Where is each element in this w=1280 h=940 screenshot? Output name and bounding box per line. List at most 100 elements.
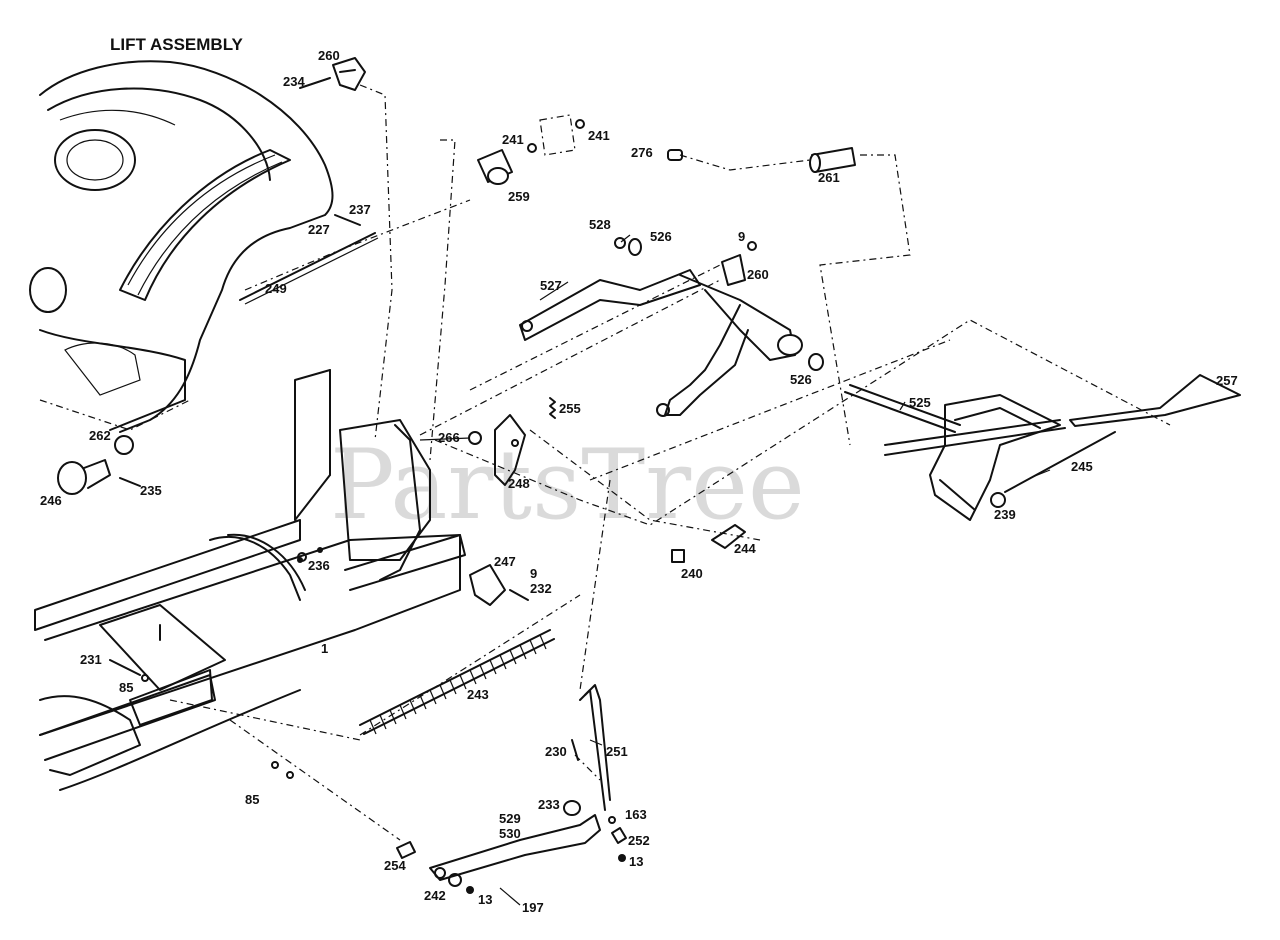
bushing-526-right (808, 353, 824, 371)
clip-163 (608, 816, 616, 824)
screw-236 (297, 552, 307, 562)
washer-262 (114, 435, 134, 455)
nut-240 (671, 549, 685, 563)
handle-257 (1069, 374, 1241, 427)
callout-526-top: 526 (650, 229, 672, 244)
bushing-526-top (628, 238, 642, 256)
washer-528 (614, 237, 626, 249)
spring-243 (359, 629, 555, 735)
handle-assembly-525 (844, 384, 1066, 521)
callout-85-lower: 85 (245, 792, 259, 807)
pin-254 (396, 841, 416, 859)
washer-85-lower-b (286, 771, 294, 779)
callout-241-right: 241 (588, 128, 610, 143)
rod-249 (239, 232, 376, 301)
pin-234 (299, 77, 331, 89)
sleeve-261 (809, 147, 856, 173)
pedal-opening (29, 267, 67, 313)
callout-249: 249 (265, 281, 287, 296)
callout-251: 251 (606, 744, 628, 759)
callout-240: 240 (681, 566, 703, 581)
callout-260-right: 260 (747, 267, 769, 282)
callout-247: 247 (494, 554, 516, 569)
rod-251 (579, 684, 611, 811)
plate-241 (539, 114, 576, 156)
washer-233 (563, 800, 581, 816)
washer-85-top (141, 674, 149, 682)
plate-248 (494, 414, 526, 486)
callout-234: 234 (283, 74, 305, 89)
bushing-259 (477, 149, 513, 185)
callout-259: 259 (508, 189, 530, 204)
callout-266: 266 (438, 430, 460, 445)
callout-248: 248 (508, 476, 530, 491)
callout-231: 231 (80, 652, 102, 667)
knob-246 (57, 459, 111, 495)
bolt-231 (109, 659, 141, 676)
callout-260-top: 260 (318, 48, 340, 63)
callout-262: 262 (89, 428, 111, 443)
washer-85-lower-a (271, 761, 279, 769)
callout-236: 236 (308, 558, 330, 573)
callout-254: 254 (384, 858, 406, 873)
callout-13-left: 13 (478, 892, 492, 907)
callout-525: 525 (909, 395, 931, 410)
pin-276 (667, 149, 683, 161)
callout-1: 1 (321, 641, 328, 656)
callout-233: 233 (538, 797, 560, 812)
callout-252: 252 (628, 833, 650, 848)
pin-230 (571, 739, 579, 761)
callout-243: 243 (467, 687, 489, 702)
main-frame (34, 369, 466, 791)
callout-227: 227 (308, 222, 330, 237)
lift-shaft-527 (519, 269, 803, 417)
callout-232: 232 (530, 581, 552, 596)
clip-260-top (332, 57, 366, 91)
left-bracket (294, 369, 331, 521)
nut-13-left (466, 886, 474, 894)
callout-230: 230 (545, 744, 567, 759)
callout-257: 257 (1216, 373, 1238, 388)
clip-260-right (721, 254, 746, 286)
clip-247 (469, 564, 506, 606)
callout-leaders (419, 234, 1051, 906)
bushing-252 (611, 827, 627, 844)
callout-529: 529 (499, 811, 521, 826)
spring-255 (549, 397, 556, 419)
callout-528: 528 (589, 217, 611, 232)
callout-246: 246 (40, 493, 62, 508)
callout-197: 197 (522, 900, 544, 915)
callout-237: 237 (349, 202, 371, 217)
callout-241-left: 241 (502, 132, 524, 147)
callout-239: 239 (994, 507, 1016, 522)
clip-244 (711, 524, 746, 549)
callout-235: 235 (140, 483, 162, 498)
center-bracket (339, 419, 431, 561)
callout-526-right: 526 (790, 372, 812, 387)
callout-527: 527 (540, 278, 562, 293)
callout-255: 255 (559, 401, 581, 416)
watermark: PartsTree (330, 429, 805, 541)
seat-well-outline (54, 129, 136, 191)
arm-529-530 (429, 814, 601, 881)
bolt-232 (509, 589, 529, 601)
washer-241-left (527, 143, 537, 153)
leader-lines (169, 84, 1171, 841)
callout-244: 244 (734, 541, 756, 556)
callout-242: 242 (424, 888, 446, 903)
washer-242 (448, 873, 462, 887)
nut-9-top (747, 241, 757, 251)
callout-276: 276 (631, 145, 653, 160)
callout-9-top: 9 (738, 229, 745, 244)
bushing-239 (990, 492, 1006, 508)
pin-237 (334, 214, 361, 226)
callout-163: 163 (625, 807, 647, 822)
callout-85-top: 85 (119, 680, 133, 695)
callout-261: 261 (818, 170, 840, 185)
rod-245 (1004, 431, 1116, 493)
callout-245: 245 (1071, 459, 1093, 474)
part-callouts: 260 234 241 241 259 276 261 237 227 249 … (40, 48, 1238, 915)
fender-hood-body (29, 60, 334, 433)
